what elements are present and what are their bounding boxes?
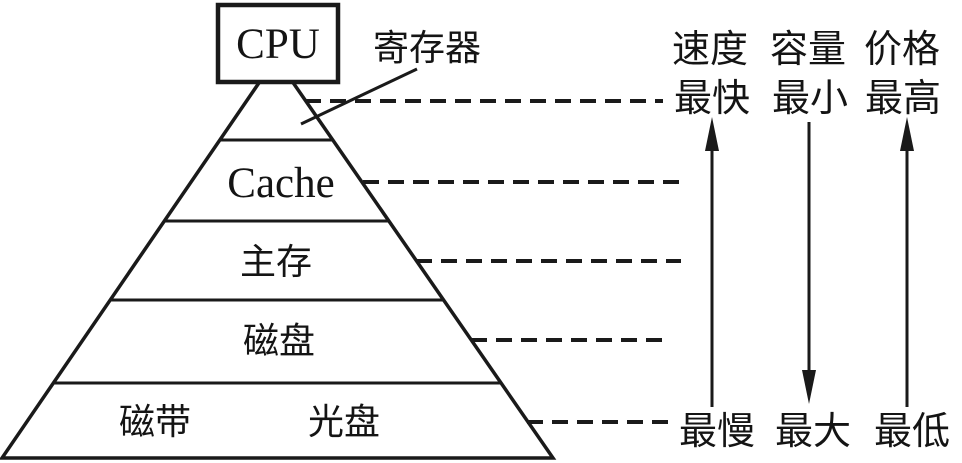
speed-column-title: 速度 [672,29,748,71]
price-column-title: 价格 [864,29,940,71]
price-bottom-label: 最低 [874,411,950,453]
level-label-tape: 磁带 [119,402,191,442]
pyramid-outline [0,54,557,460]
capacity-bottom-label: 最大 [775,411,851,453]
price-arrow-up-icon [900,117,914,151]
level-label-optical: 光盘 [308,402,380,442]
speed-top-label: 最快 [674,78,750,120]
register-callout-label: 寄存器 [373,28,481,68]
level-label-disk: 磁盘 [243,321,315,361]
register-callout-pointer-line [300,67,418,126]
speed-bottom-label: 最慢 [679,411,755,453]
speed-column: 速度 最快 最慢 [672,29,755,453]
cpu-box [215,2,341,85]
capacity-top-label: 最小 [772,78,848,120]
capacity-arrow-down-icon [802,370,816,404]
level-label-main-memory: 主存 [240,242,312,282]
price-top-label: 最高 [865,78,941,120]
speed-arrow-up-icon [705,117,719,151]
capacity-column-title: 容量 [770,29,846,71]
level-label-cache: Cache [227,160,334,207]
capacity-column: 容量 最小 最大 [770,29,851,453]
cpu-label: CPU [236,21,320,68]
price-column: 价格 最高 最低 [864,29,950,453]
